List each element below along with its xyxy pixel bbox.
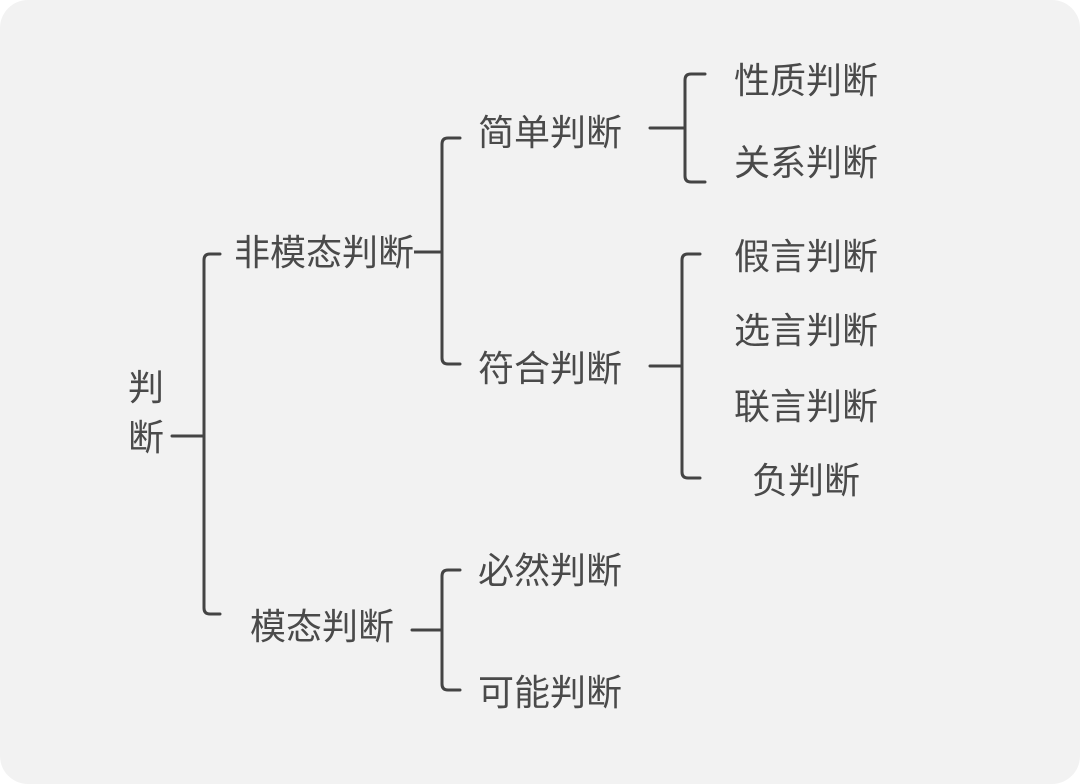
node-negative: 负判断 — [752, 461, 861, 502]
node-disjunctive: 选言判断 — [734, 311, 879, 352]
node-compound: 符合判断 — [478, 349, 623, 390]
node-possible: 可能判断 — [478, 673, 623, 714]
root-bracket — [202, 252, 222, 616]
node-hypothetical: 假言判断 — [734, 237, 879, 278]
node-non-modal: 非模态判断 — [234, 233, 415, 274]
node-conjunctive: 联言判断 — [734, 387, 879, 428]
compound-bracket — [680, 252, 702, 480]
simple-bracket — [683, 72, 707, 184]
node-necessary: 必然判断 — [478, 551, 623, 592]
node-modal: 模态判断 — [250, 607, 395, 648]
modal-bracket — [440, 568, 462, 692]
root-node: 判断 — [127, 368, 164, 459]
node-property: 性质判断 — [734, 61, 879, 102]
node-simple: 简单判断 — [478, 113, 623, 154]
non-modal-bracket — [440, 136, 462, 366]
node-relation: 关系判断 — [734, 143, 879, 184]
